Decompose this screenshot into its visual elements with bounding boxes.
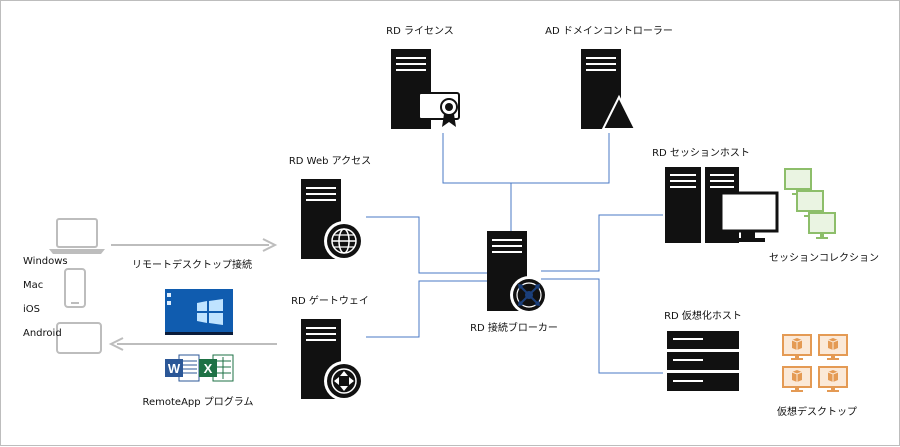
virtual-desktop-icon — [782, 334, 848, 393]
router-icon — [324, 361, 364, 401]
windows-desktop-image — [165, 289, 233, 335]
ad-controller-server — [581, 49, 637, 130]
link-gateway-broker — [366, 280, 487, 338]
globe-icon — [324, 221, 364, 261]
phone-icon — [64, 268, 86, 308]
link-broker-vh — [541, 278, 663, 374]
link-license-ad — [442, 133, 610, 184]
word-letter: W — [168, 361, 181, 376]
rd-license-server — [391, 49, 460, 129]
excel-letter: X — [204, 361, 213, 376]
session-collection-icon — [784, 168, 836, 240]
label-ad-controller: AD ドメインコントローラー — [545, 26, 673, 37]
excel-icon: X — [199, 354, 234, 382]
rd-vh-server — [667, 331, 739, 391]
label-rd-gateway: RD ゲートウェイ — [291, 296, 369, 307]
client-windows: Windows — [23, 256, 68, 267]
arrow-right-icon — [111, 238, 278, 252]
monitor-icon — [719, 191, 779, 242]
link-broker-session — [541, 214, 663, 272]
rd-broker-server — [487, 231, 548, 314]
label-rd-license: RD ライセンス — [386, 26, 454, 37]
laptop-icon — [49, 218, 105, 254]
rd-gateway-server — [301, 319, 364, 401]
triangle-icon — [601, 94, 637, 130]
connection-lines — [366, 133, 663, 374]
certificate-icon — [418, 92, 460, 127]
label-session-collection: セッションコレクション — [769, 253, 879, 264]
rd-session-host — [665, 167, 779, 243]
link-web-broker — [366, 216, 487, 274]
word-icon: W — [165, 354, 200, 382]
tablet-icon — [56, 322, 102, 354]
label-remoteapp: RemoteApp プログラム — [142, 397, 254, 408]
label-remote-desktop-conn: リモートデスクトップ接続 — [132, 260, 252, 271]
label-virtual-desktop: 仮想デスクトップ — [777, 407, 857, 418]
label-rd-session-host: RD セッションホスト — [652, 148, 750, 159]
rd-web-server — [301, 179, 364, 261]
arrows-hub-icon — [510, 276, 548, 314]
label-rd-web: RD Web アクセス — [288, 156, 372, 167]
client-ios: iOS — [23, 304, 40, 315]
client-mac: Mac — [23, 280, 44, 291]
label-rd-broker: RD 接続ブローカー — [470, 323, 558, 334]
label-rd-vh-host: RD 仮想化ホスト — [664, 311, 742, 322]
client-android: Android — [23, 328, 62, 339]
arrow-left-icon — [108, 337, 277, 351]
